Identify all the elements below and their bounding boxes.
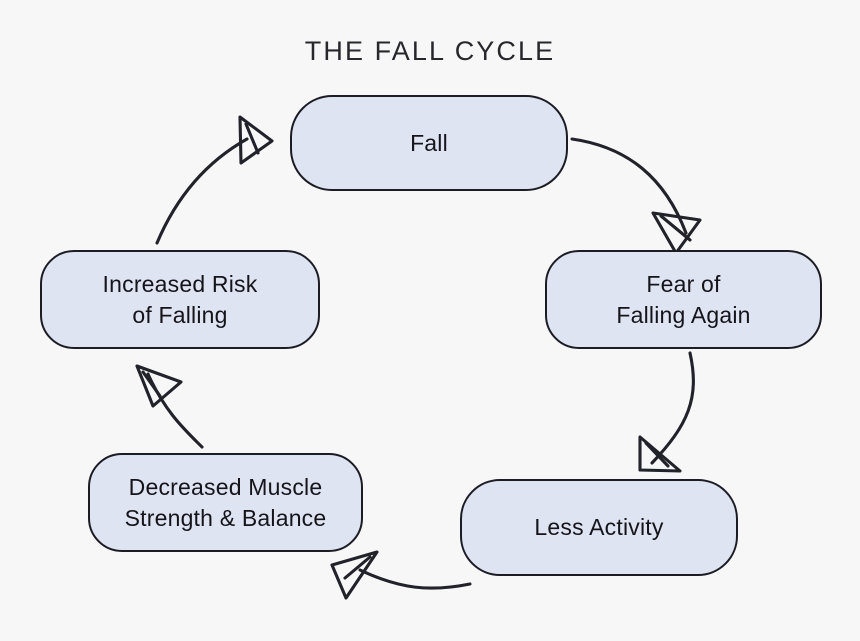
node-fall[interactable]: Fall: [290, 95, 568, 191]
node-fear-of-falling-again-label: Fear of Falling Again: [616, 270, 751, 328]
node-decreased-muscle-strength-and-balance[interactable]: Decreased Muscle Strength & Balance: [88, 453, 363, 552]
page-title: THE FALL CYCLE: [304, 36, 556, 66]
node-fall-label: Fall: [410, 129, 448, 156]
node-increased-risk-of-falling[interactable]: Increased Risk of Falling: [40, 250, 320, 349]
arrow-increased-to-fall: [155, 115, 274, 245]
node-increased-risk-of-falling-label: Increased Risk of Falling: [102, 270, 258, 328]
arrow-less-activity-to-decreased: [330, 550, 472, 600]
node-less-activity-label: Less Activity: [534, 514, 664, 541]
node-decreased-muscle-strength-and-balance-label: Decreased Muscle Strength & Balance: [124, 473, 327, 531]
arrow-decreased-to-increased: [135, 364, 204, 449]
arrow-fall-to-fear: [570, 137, 702, 255]
arrow-fear-to-less-activity: [638, 351, 695, 473]
node-less-activity[interactable]: Less Activity: [460, 479, 738, 576]
node-fear-of-falling-again[interactable]: Fear of Falling Again: [545, 250, 822, 349]
